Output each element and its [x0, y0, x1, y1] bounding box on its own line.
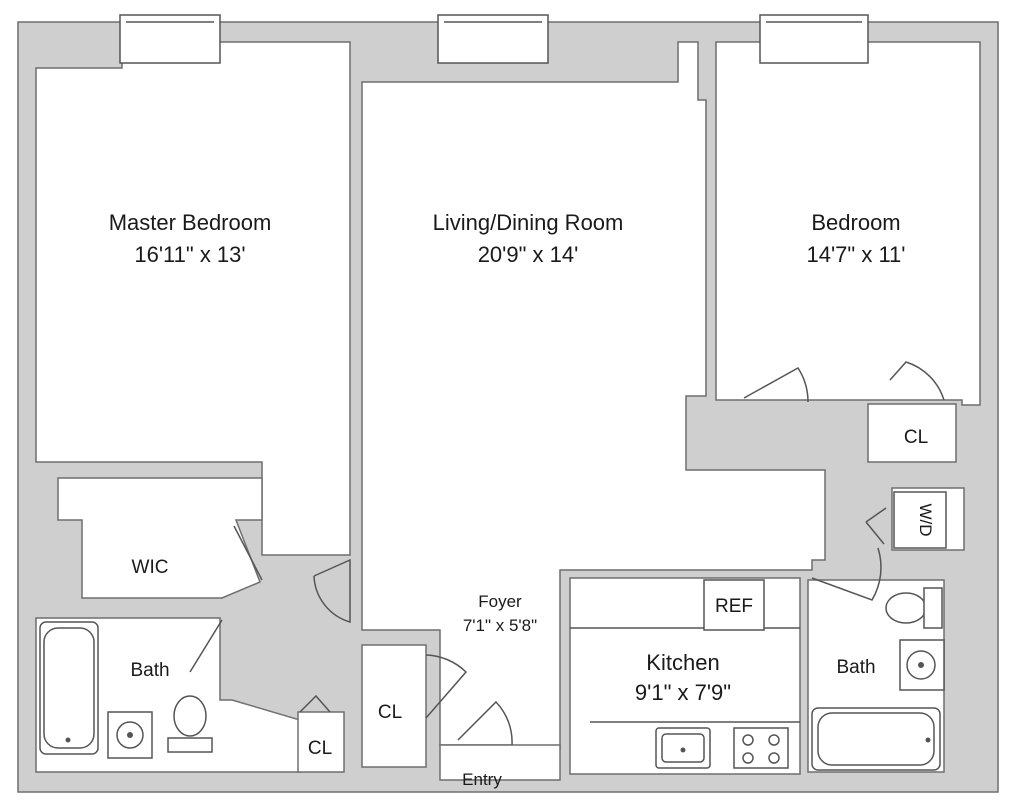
- living-dining-name: Living/Dining Room: [433, 210, 624, 235]
- door-closet-foyer: [425, 654, 468, 719]
- toilet-bath-left: [173, 695, 207, 737]
- bath-left-area: [35, 617, 301, 773]
- door-bedroom: [743, 367, 809, 403]
- closet-bedroom-area: [867, 403, 957, 463]
- fixtures: [39, 491, 947, 771]
- entry-label: Entry: [462, 770, 502, 789]
- closet-bath-area: [297, 711, 345, 773]
- window-bedroom: [759, 14, 869, 64]
- labels: Master Bedroom 16'11" x 13' Living/Dinin…: [109, 210, 935, 789]
- bedroom-name: Bedroom: [811, 210, 900, 235]
- foyer-size: 7'1" x 5'8": [463, 616, 537, 635]
- toilet-bath-right: [885, 592, 927, 624]
- foyer-name: Foyer: [478, 592, 522, 611]
- doors: [189, 361, 945, 746]
- door-washer-dryer: [865, 507, 887, 545]
- door-entry: [457, 700, 513, 746]
- door-closet-bath: [299, 694, 331, 713]
- living-dining-size: 20'9" x 14': [478, 242, 579, 267]
- kitchen-name: Kitchen: [646, 650, 719, 675]
- washer-dryer-label: W/D: [916, 503, 935, 536]
- washer-dryer: [893, 491, 947, 549]
- kitchen-size: 9'1" x 7'9": [635, 680, 731, 705]
- door-master-bedroom: [313, 558, 351, 623]
- refrigerator-label: REF: [715, 596, 753, 617]
- door-bath-left: [189, 619, 223, 673]
- refrigerator: [703, 579, 765, 631]
- entry-area: [439, 744, 561, 781]
- windows: [119, 14, 869, 64]
- door-wic: [233, 525, 263, 581]
- window-living-room: [437, 14, 549, 64]
- wic-area: [57, 477, 263, 599]
- door-bedroom-closet: [889, 361, 945, 401]
- closet-foyer-label: CL: [378, 702, 402, 723]
- wic-label: WIC: [132, 557, 169, 578]
- stove: [733, 727, 789, 769]
- closet-bath-label: CL: [308, 738, 332, 759]
- window-master-bedroom: [119, 14, 221, 64]
- bath-right-label: Bath: [836, 657, 875, 678]
- master-bedroom-name: Master Bedroom: [109, 210, 272, 235]
- door-bath-right: [811, 547, 882, 601]
- bedroom-area: [715, 41, 981, 406]
- closet-foyer-area: [361, 644, 427, 768]
- closet-bedroom-label: CL: [904, 427, 928, 448]
- bath-left-label: Bath: [130, 660, 169, 681]
- master-bedroom-size: 16'11" x 13': [134, 242, 245, 267]
- bedroom-size: 14'7" x 11': [807, 242, 906, 267]
